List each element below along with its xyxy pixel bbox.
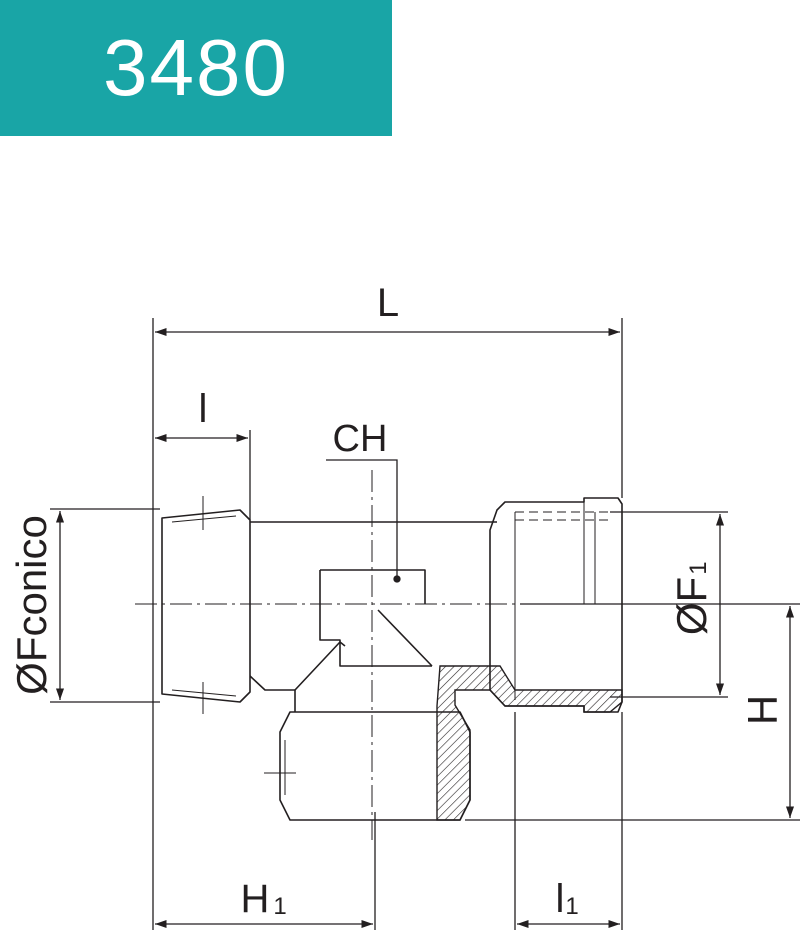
hex-flat-top: [320, 569, 426, 604]
right-port: [489, 497, 623, 713]
label-H1-sub: 1: [273, 893, 286, 920]
label-H1-main: H: [241, 877, 270, 921]
label-l1-main: l: [556, 877, 565, 921]
hex-flat-profile: [319, 570, 432, 667]
hex-section-line: [377, 609, 433, 667]
code-badge: 3480: [0, 0, 392, 136]
label-l: l: [199, 387, 208, 431]
left-thread-inner-bottom: [171, 689, 237, 697]
left-thread-inner-top: [171, 515, 237, 523]
branch-chamfer-left: [294, 641, 346, 691]
section-hatch: [436, 665, 623, 821]
label-l1-sub: 1: [565, 893, 578, 920]
label-F1-sub: 1: [685, 561, 712, 574]
label-H: H: [739, 695, 786, 725]
body-bottom-left: [249, 675, 295, 691]
label-CH: CH: [333, 418, 388, 460]
product-code: 3480: [103, 23, 289, 112]
label-L: L: [377, 281, 399, 325]
left-thread: [161, 509, 251, 703]
leader-ch-dot: [393, 575, 401, 583]
label-F-conico: ØFconico: [8, 515, 55, 695]
label-F1: ØF 1: [668, 561, 715, 635]
label-F1-main: ØF: [668, 577, 715, 635]
leader-ch: [326, 459, 398, 578]
